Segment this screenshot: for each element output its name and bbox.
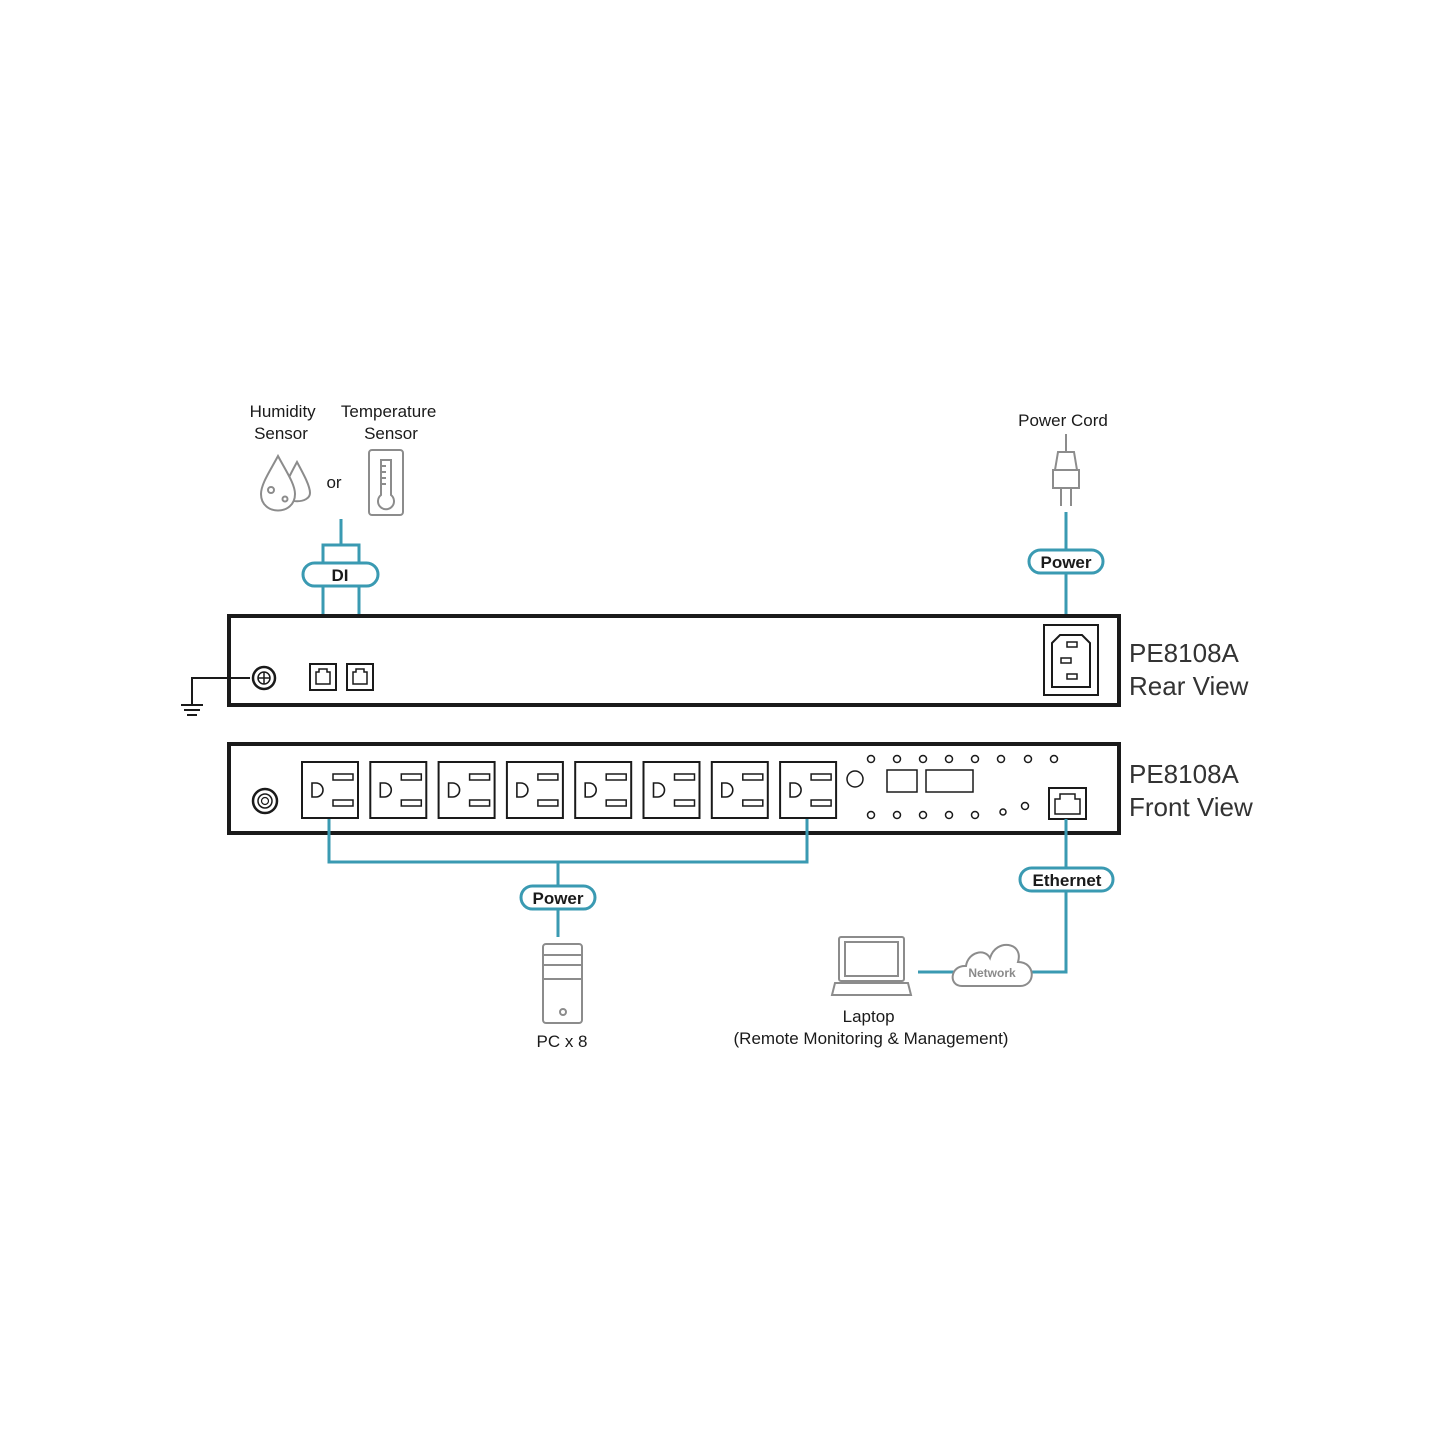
reset-button[interactable] bbox=[846, 770, 864, 788]
pc-label: PC x 8 bbox=[536, 1032, 587, 1051]
power-plug-icon bbox=[1052, 434, 1080, 506]
rear-model-label: PE8108A Rear View bbox=[1129, 638, 1249, 701]
display-left bbox=[886, 769, 918, 793]
power-inlet[interactable] bbox=[1043, 624, 1099, 696]
water-drops-icon bbox=[259, 453, 312, 512]
front-model-label: PE8108A Front View bbox=[1129, 759, 1253, 822]
ground-icon bbox=[181, 677, 250, 716]
ethernet-badge: Ethernet bbox=[1018, 866, 1115, 893]
svg-text:Power: Power bbox=[1040, 553, 1091, 572]
thermometer-icon bbox=[368, 449, 404, 516]
ground-screw-icon bbox=[251, 665, 277, 691]
display-right bbox=[925, 769, 974, 793]
temperature-sensor-label: Temperature Sensor bbox=[341, 402, 441, 443]
rear-power-badge: Power bbox=[1027, 548, 1105, 575]
power-cord-label: Power Cord bbox=[1018, 411, 1108, 430]
svg-text:Power: Power bbox=[532, 889, 583, 908]
svg-text:Network: Network bbox=[968, 966, 1016, 980]
di-badge: DI bbox=[301, 561, 380, 588]
humidity-sensor-label: Humidity Sensor bbox=[250, 402, 321, 443]
svg-text:DI: DI bbox=[332, 566, 349, 585]
power-switch[interactable] bbox=[251, 787, 279, 815]
pc-tower-icon bbox=[542, 943, 583, 1024]
rear-panel bbox=[227, 614, 1121, 707]
laptop-label: Laptop (Remote Monitoring & Management) bbox=[734, 1007, 1009, 1048]
or-label: or bbox=[326, 473, 341, 492]
front-panel bbox=[227, 742, 1121, 835]
front-indicators bbox=[866, 754, 1059, 820]
cloud-icon: Network bbox=[951, 943, 1033, 987]
laptop-icon bbox=[830, 936, 913, 996]
ethernet-connection bbox=[918, 819, 1068, 974]
svg-text:Ethernet: Ethernet bbox=[1033, 871, 1102, 890]
front-power-badge: Power bbox=[519, 884, 597, 911]
front-power-connection bbox=[327, 819, 809, 937]
